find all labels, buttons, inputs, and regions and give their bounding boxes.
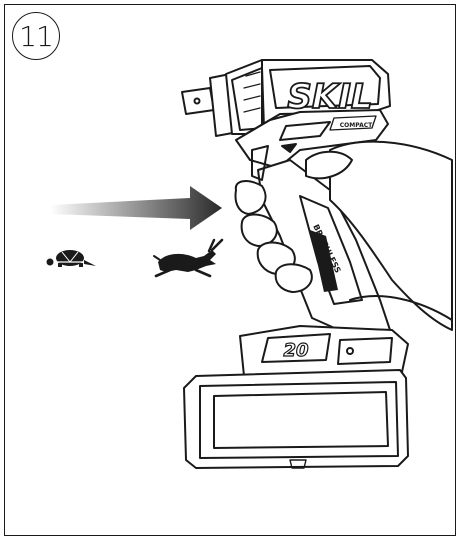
- illustration-frame: 11: [4, 4, 456, 536]
- step-number: 11: [19, 19, 54, 53]
- turtle-icon: [46, 250, 96, 267]
- model-tag: COMPACT: [340, 122, 373, 129]
- impact-driver: [181, 59, 453, 469]
- step-number-badge: 11: [12, 12, 60, 60]
- brand-logo: SKIL: [287, 77, 372, 117]
- battery-voltage-label: 20: [283, 340, 308, 361]
- direction-arrow: [50, 186, 222, 230]
- hare-icon: [153, 238, 224, 278]
- operator-hand: [234, 140, 453, 331]
- driver-head: [225, 59, 391, 135]
- battery-pack: [183, 325, 409, 469]
